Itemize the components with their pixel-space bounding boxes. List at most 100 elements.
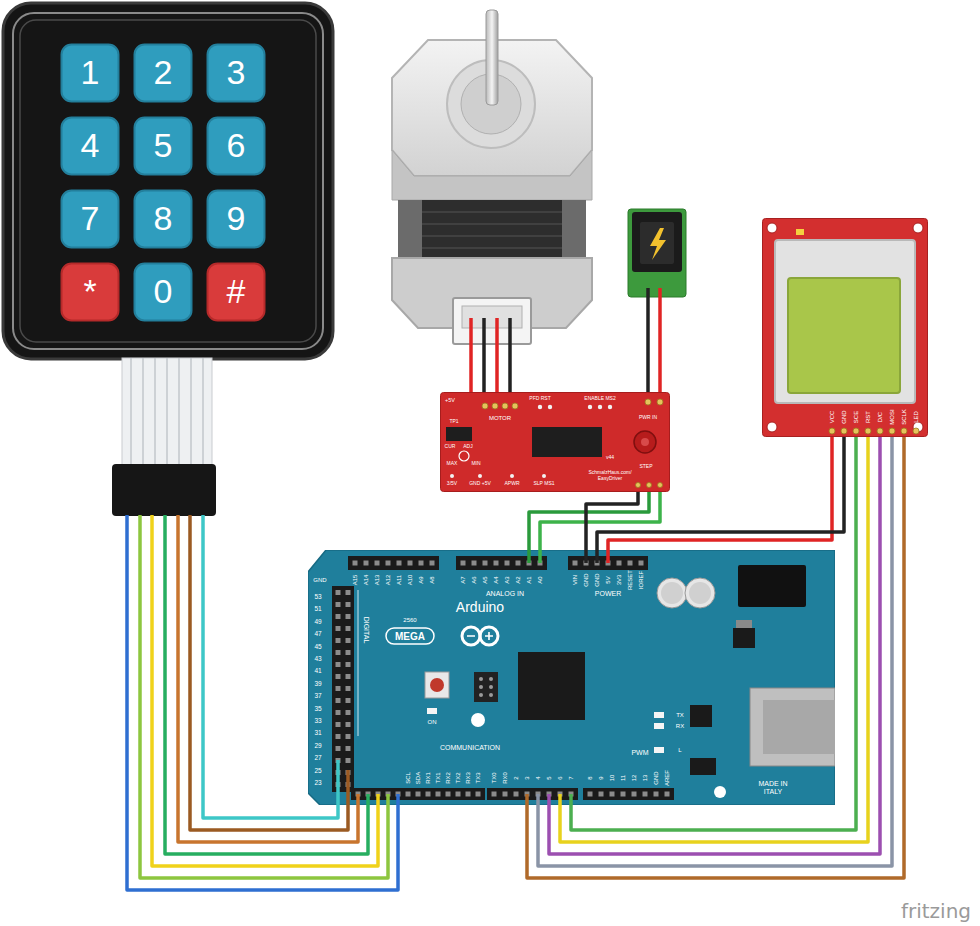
arduino-board: [308, 550, 835, 805]
silkscreen-label: MIN: [471, 461, 480, 467]
silkscreen-label: ON: [428, 719, 437, 726]
pin-header: [456, 556, 547, 570]
silkscreen-label: COMMUNICATION: [440, 744, 500, 752]
key-shape: [208, 264, 265, 321]
silkscreen-label: TP1: [449, 419, 458, 425]
pin-label: A2: [515, 576, 522, 583]
pin-label: GND: [583, 573, 590, 586]
lcd-board: [788, 278, 900, 393]
stepper-motor: [392, 258, 592, 328]
pin-label: 13: [642, 775, 649, 782]
pin-label: SDA: [415, 772, 422, 784]
pin-label: 6: [557, 776, 564, 779]
lcd-board: [901, 428, 907, 434]
board-parts: [654, 712, 664, 718]
stepper-driver: +5VMOTORPFD RSTENABLE MS2PWR INTP1CURADJ…: [440, 392, 670, 492]
silkscreen-label: 2560: [403, 617, 416, 624]
key-shape: [62, 264, 119, 321]
stepper-motor: [398, 200, 586, 258]
silkscreen-label: DIGITAL: [362, 617, 370, 644]
board-parts: [654, 723, 664, 729]
wire-end: [538, 550, 542, 563]
pin-label: TX1: [435, 772, 442, 783]
board-parts: [467, 632, 493, 640]
pin-label: 12: [631, 775, 638, 782]
driver-board: [482, 403, 488, 409]
key-label: 5: [154, 127, 173, 164]
wire-end: [396, 794, 400, 805]
key-shape: [62, 45, 119, 102]
board-parts: [736, 620, 752, 628]
board-parts: [738, 565, 806, 607]
key-shape: [208, 191, 265, 248]
ribbon-cable: [122, 358, 212, 468]
board-parts: [733, 628, 755, 648]
pin-label: GND: [841, 410, 848, 423]
silkscreen-label: 3/5V: [447, 481, 457, 487]
pin-label: 37: [314, 693, 321, 700]
power-jack: [640, 222, 674, 264]
driver-board: [542, 474, 546, 478]
silkscreen-label: v44: [606, 455, 614, 461]
pin-label: SCL: [405, 772, 412, 784]
wire-end: [558, 794, 562, 805]
pin-label: 45: [314, 643, 321, 650]
silkscreen-label: ENABLE MS2: [584, 396, 615, 402]
key-shape: [208, 45, 265, 102]
pin-label: RX1: [425, 772, 432, 784]
driver-board: [446, 427, 472, 441]
pin-label: 33: [314, 717, 321, 724]
pin-label: TX3: [475, 772, 482, 783]
board-parts: [489, 685, 493, 689]
pin-label: GND: [313, 577, 326, 584]
board-parts: [763, 700, 835, 754]
ribbon-cable: [131, 358, 203, 466]
wire-end: [356, 794, 360, 805]
pin-label: 4: [535, 776, 542, 779]
keypad-key: 3: [206, 43, 266, 103]
pin-header: [588, 792, 671, 797]
wire-end: [569, 794, 573, 805]
pin-label: MOSI: [889, 409, 896, 424]
wire-end: [527, 550, 531, 563]
pin-header: [338, 563, 670, 794]
pin-label: RX2: [445, 772, 452, 784]
key-shape: [135, 118, 192, 175]
lcd-board: [829, 428, 835, 434]
driver-board: [647, 483, 652, 488]
key-shape: [62, 118, 119, 175]
key-label: #: [227, 273, 246, 310]
power-wire: [658, 288, 662, 392]
wire-end: [536, 794, 540, 805]
power-jack: [628, 209, 686, 297]
pin-label: A1: [526, 576, 533, 583]
stepper-motor: [562, 200, 586, 258]
silkscreen-label: PFD RST: [529, 396, 550, 402]
pin-label: A10: [407, 575, 414, 586]
silkscreen-label: MADE IN ITALY: [755, 780, 791, 795]
board-parts: [690, 705, 712, 727]
pin-label: A12: [385, 575, 392, 586]
pin-label: 47: [314, 631, 321, 638]
key-shape: [208, 118, 265, 175]
pin-label: D/C: [877, 412, 884, 422]
pin-label: GND: [653, 771, 660, 784]
pin-label: A4: [493, 576, 500, 583]
stepper-motor: [422, 212, 562, 248]
wire-end: [547, 794, 551, 805]
driver-board: [634, 431, 656, 453]
silkscreen-label: CUR: [445, 444, 456, 450]
pin-header: [346, 590, 351, 790]
board-parts: [750, 688, 835, 766]
driver-board: [641, 438, 649, 446]
silkscreen-label: MEGA: [395, 631, 425, 642]
driver-board: [459, 451, 469, 461]
silkscreen-label: Arduino: [456, 600, 504, 615]
pin-header: [351, 788, 485, 800]
driver-board: [598, 405, 602, 409]
ribbon-cable: [112, 464, 216, 516]
silkscreen-label: MAX: [447, 461, 458, 467]
pin-label: 3: [524, 776, 531, 779]
board-parts: [685, 578, 715, 608]
